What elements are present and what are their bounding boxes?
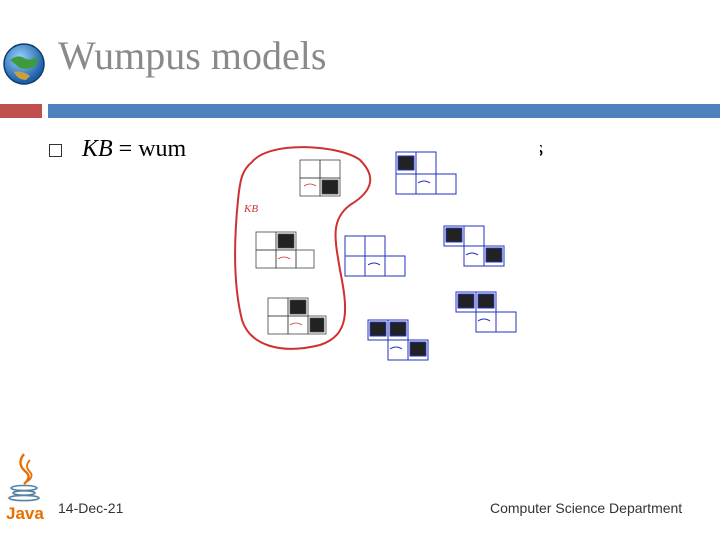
kb-region-outline bbox=[234, 146, 372, 350]
model-2 bbox=[255, 231, 315, 269]
footer-date: 14-Dec-21 bbox=[58, 500, 124, 516]
model-3 bbox=[267, 297, 327, 335]
kb-term: KB bbox=[82, 136, 113, 162]
model-6 bbox=[443, 225, 505, 267]
globe-logo-icon bbox=[3, 43, 45, 85]
model-1 bbox=[299, 159, 341, 197]
java-logo-text: Java bbox=[6, 504, 44, 523]
title-rule bbox=[48, 104, 720, 118]
model-8 bbox=[455, 291, 517, 333]
kb-label: KB bbox=[243, 203, 258, 215]
bullet-text-left: = wum bbox=[112, 136, 187, 162]
wumpus-models-figure: KB bbox=[200, 130, 540, 380]
footer-department: Computer Science Department bbox=[490, 500, 683, 516]
model-7 bbox=[367, 319, 429, 361]
slide-title: Wumpus models bbox=[58, 33, 327, 78]
bullet-text: KB = wum bbox=[82, 136, 186, 163]
model-5 bbox=[344, 235, 406, 277]
title-rule-accent bbox=[0, 104, 42, 118]
java-logo-icon bbox=[8, 453, 40, 502]
bullet-square-icon bbox=[49, 144, 62, 157]
model-4 bbox=[395, 151, 457, 195]
